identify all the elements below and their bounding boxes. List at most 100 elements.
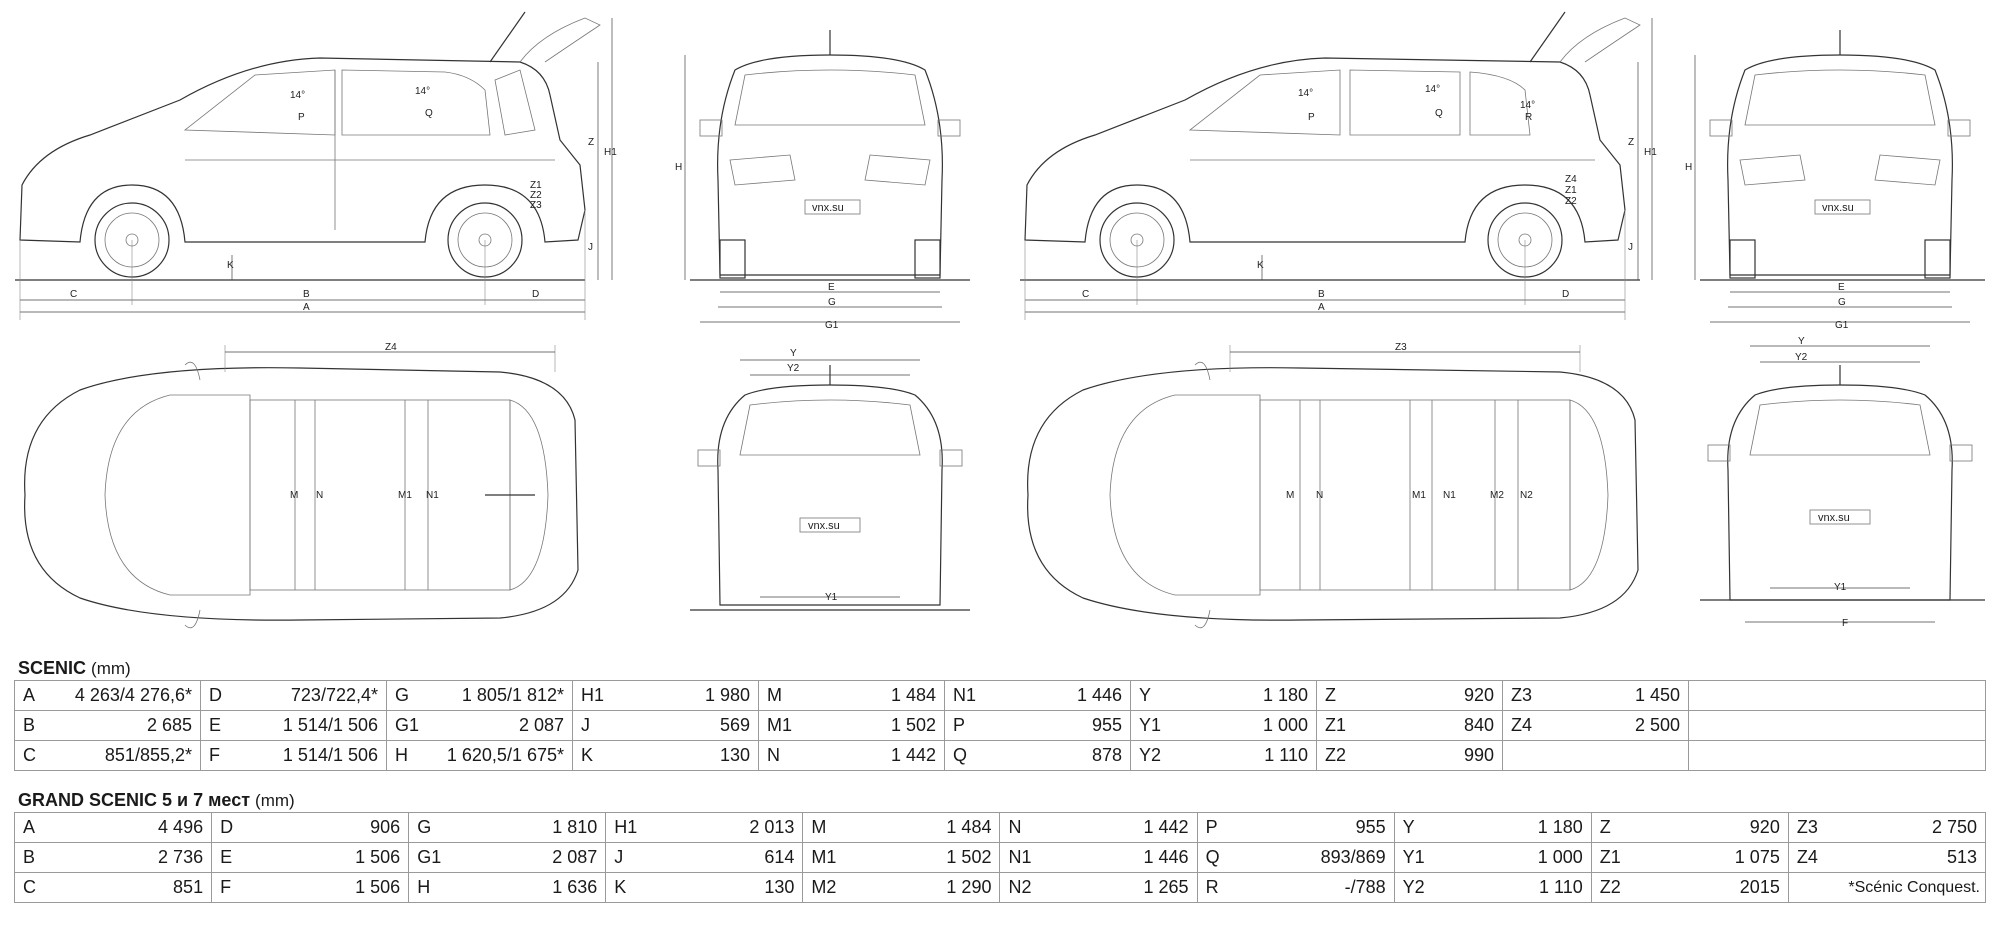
dimension-value: 1 000 bbox=[1168, 710, 1317, 741]
svg-text:B: B bbox=[303, 289, 310, 300]
svg-text:M1: M1 bbox=[398, 490, 412, 501]
svg-text:E: E bbox=[1838, 282, 1845, 293]
svg-text:E: E bbox=[828, 282, 835, 293]
dimension-value: -/788 bbox=[1234, 872, 1395, 903]
dimension-value: 1 000 bbox=[1431, 842, 1592, 873]
svg-text:Z: Z bbox=[588, 137, 594, 148]
dimension-value: 878 bbox=[982, 740, 1131, 771]
dimension-key: C bbox=[14, 872, 52, 903]
dimension-key: N bbox=[758, 740, 796, 771]
empty-cell bbox=[1688, 710, 1986, 741]
dimension-key: Y bbox=[1393, 812, 1432, 843]
dimension-value: 840 bbox=[1354, 710, 1503, 741]
dimension-value: 130 bbox=[610, 740, 759, 771]
dimension-value: 569 bbox=[610, 710, 759, 741]
dimension-value: 893/869 bbox=[1234, 842, 1395, 873]
dimension-value: 1 265 bbox=[1037, 872, 1198, 903]
watermark-rear-grand: vnx.su bbox=[1818, 512, 1850, 524]
grand-scenic-front-view: vnx.su H E G G1 bbox=[1685, 30, 1985, 331]
dimension-value: 723/722,4* bbox=[238, 680, 387, 711]
svg-text:Z3: Z3 bbox=[530, 200, 542, 211]
svg-text:Z2: Z2 bbox=[530, 190, 542, 201]
dimension-value: 1 442 bbox=[796, 740, 945, 771]
svg-text:A: A bbox=[303, 302, 310, 313]
dimension-key bbox=[1502, 740, 1540, 771]
dimension-key: A bbox=[14, 812, 52, 843]
dimension-key: Z1 bbox=[1590, 842, 1629, 873]
dimension-key: G bbox=[386, 680, 424, 711]
dimension-key: H bbox=[408, 872, 447, 903]
svg-text:J: J bbox=[588, 242, 593, 253]
svg-text:D: D bbox=[532, 289, 539, 300]
svg-text:Y2: Y2 bbox=[787, 363, 800, 374]
dimension-value: 1 484 bbox=[840, 812, 1001, 843]
dimension-key: J bbox=[605, 842, 644, 873]
dimension-value: 851 bbox=[52, 872, 213, 903]
svg-text:Z3: Z3 bbox=[1395, 342, 1407, 353]
svg-text:A: A bbox=[1318, 302, 1325, 313]
dimension-value: 1 502 bbox=[840, 842, 1001, 873]
svg-text:M1: M1 bbox=[1412, 490, 1426, 501]
watermark-front: vnx.su bbox=[812, 202, 844, 214]
svg-text:H: H bbox=[1685, 162, 1692, 173]
dimension-key: Z bbox=[1590, 812, 1629, 843]
svg-text:M: M bbox=[1286, 490, 1294, 501]
svg-text:Y1: Y1 bbox=[1834, 582, 1847, 593]
dimension-value: 1 514/1 506 bbox=[238, 710, 387, 741]
svg-text:N1: N1 bbox=[1443, 490, 1456, 501]
dimension-value: 1 290 bbox=[840, 872, 1001, 903]
dimension-key: Q bbox=[944, 740, 982, 771]
dimension-value: 2015 bbox=[1628, 872, 1789, 903]
svg-text:P: P bbox=[298, 112, 305, 123]
dimension-value: 920 bbox=[1628, 812, 1789, 843]
dimension-value: 1 446 bbox=[982, 680, 1131, 711]
svg-text:M: M bbox=[290, 490, 298, 501]
svg-text:G: G bbox=[1838, 297, 1846, 308]
dimension-value: 1 446 bbox=[1037, 842, 1198, 873]
dimension-value: 1 502 bbox=[796, 710, 945, 741]
svg-text:H: H bbox=[675, 162, 682, 173]
dimension-key: N1 bbox=[999, 842, 1038, 873]
svg-text:14°: 14° bbox=[290, 90, 305, 101]
dimension-value: 130 bbox=[643, 872, 804, 903]
dimension-value: 1 620,5/1 675* bbox=[424, 740, 573, 771]
dimension-value: 1 805/1 812* bbox=[424, 680, 573, 711]
dimension-key: G1 bbox=[386, 710, 424, 741]
watermark-rear: vnx.su bbox=[808, 520, 840, 532]
svg-text:Q: Q bbox=[1435, 108, 1443, 119]
dimension-key: H1 bbox=[572, 680, 610, 711]
dimension-key: J bbox=[572, 710, 610, 741]
svg-text:Y2: Y2 bbox=[1795, 352, 1808, 363]
svg-text:R: R bbox=[1525, 112, 1532, 123]
dimension-key: Z2 bbox=[1590, 872, 1629, 903]
svg-text:K: K bbox=[1257, 260, 1264, 271]
dimension-key: Y2 bbox=[1130, 740, 1168, 771]
dimension-key: Y1 bbox=[1130, 710, 1168, 741]
dimension-key: Y1 bbox=[1393, 842, 1432, 873]
dimension-value: 1 450 bbox=[1540, 680, 1689, 711]
dimension-key: N2 bbox=[999, 872, 1038, 903]
svg-text:C: C bbox=[70, 289, 77, 300]
dimension-value: 955 bbox=[982, 710, 1131, 741]
svg-text:Z1: Z1 bbox=[1565, 185, 1577, 196]
dimension-value: 1 980 bbox=[610, 680, 759, 711]
empty-cell bbox=[1688, 680, 1986, 711]
svg-text:Q: Q bbox=[425, 108, 433, 119]
dimension-key: K bbox=[572, 740, 610, 771]
dimension-value: 1 442 bbox=[1037, 812, 1198, 843]
dimension-key: M bbox=[802, 812, 841, 843]
dimension-value: 1 110 bbox=[1168, 740, 1317, 771]
svg-text:F: F bbox=[1842, 618, 1848, 629]
svg-text:H1: H1 bbox=[1644, 147, 1657, 158]
dimension-key: Z3 bbox=[1787, 812, 1826, 843]
dimension-value: 851/855,2* bbox=[52, 740, 201, 771]
svg-text:14°: 14° bbox=[1520, 100, 1535, 111]
dimension-key: D bbox=[200, 680, 238, 711]
dimension-value: 906 bbox=[249, 812, 410, 843]
